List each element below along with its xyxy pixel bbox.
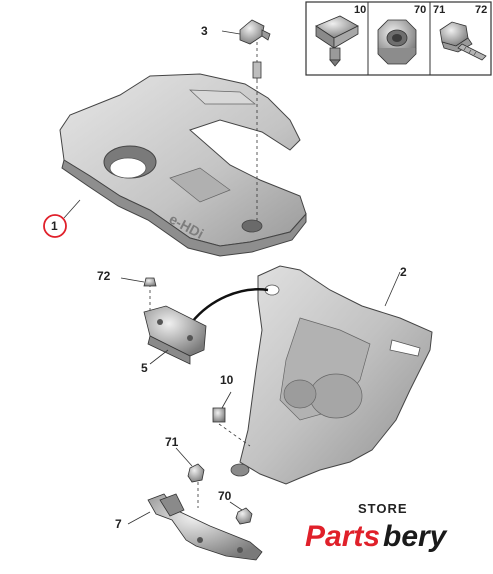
- engine-cover: e-HDi: [59, 73, 307, 257]
- clip-icon: [315, 15, 359, 67]
- nut-part-71: [175, 447, 205, 508]
- callout-2: 2: [400, 265, 407, 279]
- callout-72: 72: [97, 269, 111, 283]
- highlight-circle: [43, 214, 67, 238]
- watermark-store: STORE: [358, 501, 408, 516]
- partsbery-watermark: STORE Parts bery: [288, 486, 493, 574]
- lower-bracket-part-7: [127, 493, 263, 561]
- cable: [191, 288, 269, 323]
- callout-70: 70: [218, 489, 232, 503]
- watermark-brand-bery: bery: [383, 520, 448, 553]
- svg-text:1: 1: [51, 219, 58, 233]
- callout-5: 5: [141, 361, 148, 375]
- nut-icon: [377, 19, 417, 65]
- heat-shield: [230, 265, 433, 485]
- kit-bolt-71-72: 71 72: [433, 4, 487, 61]
- callout-71: 71: [165, 435, 179, 449]
- clip-part-10-lower: [212, 391, 251, 447]
- callout-1: 1: [43, 199, 81, 238]
- parts-kit-box: 10 70 71 72: [305, 1, 492, 76]
- callout-10: 10: [220, 373, 234, 387]
- kit-clip-10: 10: [315, 4, 366, 67]
- nut-part-70-lower: [229, 501, 253, 525]
- callout-3: 3: [201, 24, 208, 38]
- kit-label-70: 70: [414, 4, 426, 16]
- watermark-brand-parts: Parts: [305, 520, 380, 553]
- bracket-part-5: [120, 277, 207, 365]
- callout-7: 7: [115, 517, 122, 531]
- bolt-icon: [439, 21, 487, 61]
- kit-label-10: 10: [354, 4, 366, 16]
- stud-part-3: [221, 19, 271, 222]
- kit-label-72: 72: [475, 4, 487, 16]
- kit-label-71: 71: [433, 4, 445, 16]
- kit-nut-70: 70: [377, 4, 426, 65]
